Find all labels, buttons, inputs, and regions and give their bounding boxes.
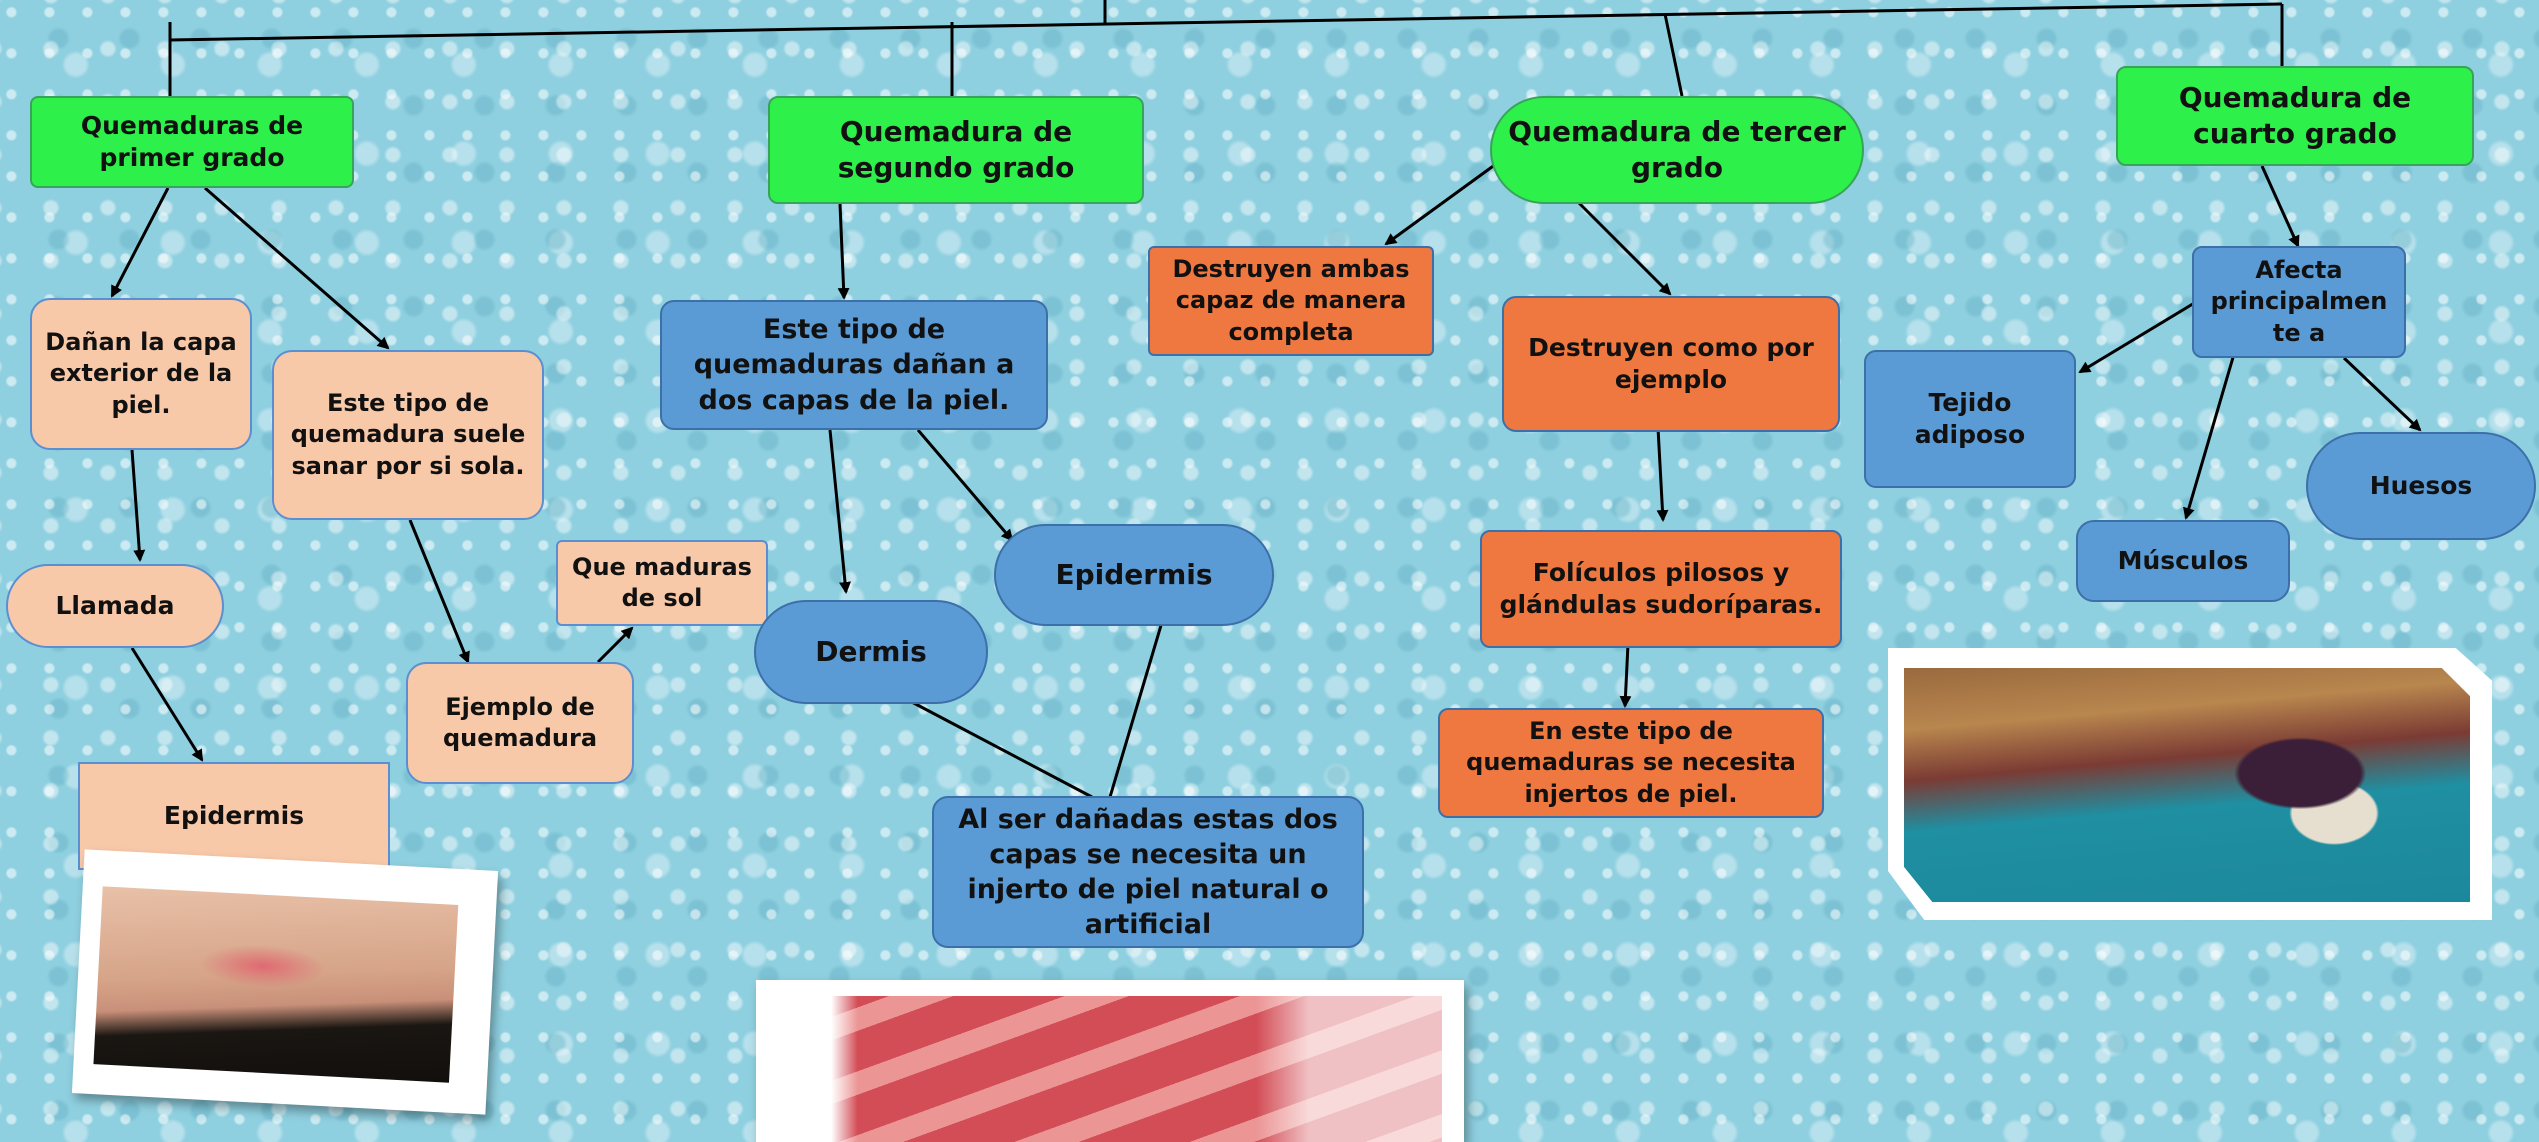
node-self-heal-label: Este tipo de quemadura suele sanar por s…	[284, 388, 532, 482]
node-affects: Afecta principalmen te a	[2192, 246, 2406, 358]
node-follicles: Folículos pilosos y glándulas sudorípara…	[1480, 530, 1842, 648]
node-dermis-label: Dermis	[815, 634, 926, 670]
node-adipose: Tejido adiposo	[1864, 350, 2076, 488]
node-destroy-example-label: Destruyen como por ejemplo	[1514, 332, 1828, 397]
node-fourth-degree: Quemadura de cuarto grado	[2116, 66, 2474, 166]
node-second-degree: Quemadura de segundo grado	[768, 96, 1144, 204]
node-epidermis-first-label: Epidermis	[164, 800, 304, 833]
node-dermis: Dermis	[754, 600, 988, 704]
node-two-layers-label: Este tipo de quemaduras dañan a dos capa…	[672, 312, 1036, 417]
node-muscles-label: Músculos	[2118, 545, 2249, 578]
node-called-label: Llamada	[55, 590, 174, 623]
node-follicles-label: Folículos pilosos y glándulas sudorípara…	[1492, 557, 1830, 622]
node-outer-layer-label: Dañan la capa exterior de la piel.	[42, 327, 240, 421]
node-adipose-label: Tejido adiposo	[1876, 387, 2064, 452]
node-sunburn: Que maduras de sol	[556, 540, 768, 626]
node-muscles: Músculos	[2076, 520, 2290, 602]
node-outer-layer: Dañan la capa exterior de la piel.	[30, 298, 252, 450]
node-skin-grafts: En este tipo de quemaduras se necesita i…	[1438, 708, 1824, 818]
skin-graft-photo	[756, 980, 1464, 1142]
node-third-degree-label: Quemadura de tercer grado	[1502, 114, 1852, 187]
node-first-degree: Quemaduras de primer grado	[30, 96, 354, 188]
node-destroy-both: Destruyen ambas capaz de manera completa	[1148, 246, 1434, 356]
node-second-degree-label: Quemadura de segundo grado	[780, 114, 1132, 187]
node-destroy-both-label: Destruyen ambas capaz de manera completa	[1160, 254, 1422, 348]
node-first-degree-label: Quemaduras de primer grado	[42, 110, 342, 175]
node-epidermis-second-label: Epidermis	[1055, 557, 1212, 593]
node-two-layers: Este tipo de quemaduras dañan a dos capa…	[660, 300, 1048, 430]
node-fourth-degree-label: Quemadura de cuarto grado	[2128, 80, 2462, 153]
node-third-degree: Quemadura de tercer grado	[1490, 96, 1864, 204]
node-graft-needed-label: Al ser dañadas estas dos capas se necesi…	[944, 802, 1352, 942]
arm-burn-image	[1904, 668, 2470, 902]
node-graft-needed: Al ser dañadas estas dos capas se necesi…	[932, 796, 1364, 948]
node-burn-example-label: Ejemplo de quemadura	[418, 692, 622, 754]
node-sunburn-label: Que maduras de sol	[568, 552, 756, 614]
node-burn-example: Ejemplo de quemadura	[406, 662, 634, 784]
hand-burn-photo	[72, 849, 498, 1114]
bar-to-third	[1665, 14, 1682, 96]
skin-graft-image	[778, 996, 1442, 1142]
node-called: Llamada	[6, 564, 224, 648]
node-skin-grafts-label: En este tipo de quemaduras se necesita i…	[1450, 716, 1812, 810]
top-bar-line	[170, 4, 2282, 40]
hand-burn-image	[93, 886, 458, 1082]
node-self-heal: Este tipo de quemadura suele sanar por s…	[272, 350, 544, 520]
node-bones: Huesos	[2306, 432, 2536, 540]
node-affects-label: Afecta principalmen te a	[2204, 255, 2394, 349]
arm-burn-photo	[1888, 648, 2492, 920]
node-destroy-example: Destruyen como por ejemplo	[1502, 296, 1840, 432]
node-bones-label: Huesos	[2370, 470, 2473, 503]
node-epidermis-second: Epidermis	[994, 524, 1274, 626]
